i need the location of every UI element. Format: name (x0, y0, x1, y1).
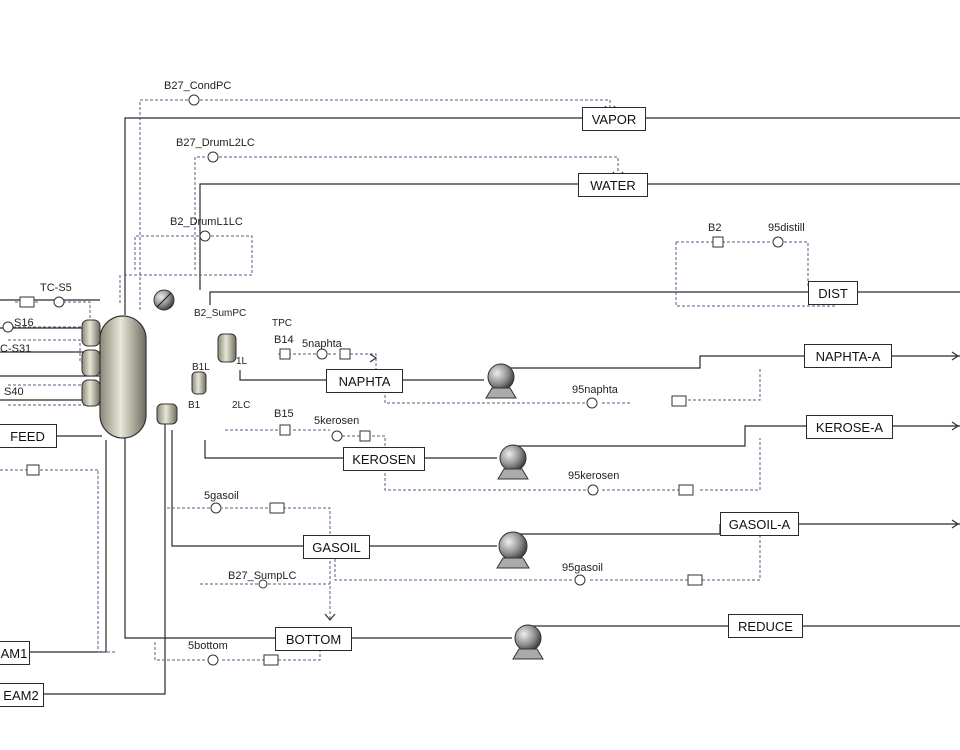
stream-reduce[interactable]: REDUCE (728, 614, 803, 638)
stream-steam1[interactable]: AM1 (0, 641, 30, 665)
controller-label-drum-l1lc: B2_DrumL1LC (170, 216, 243, 228)
controller-label-tc-s5: TC-S5 (40, 282, 72, 294)
controller-label-5kerosen: 5kerosen (314, 415, 360, 427)
stream-bottom[interactable]: BOTTOM (275, 627, 352, 651)
controller-label-b2: B2 (708, 222, 722, 234)
stream-gasoil-a[interactable]: GASOIL-A (720, 512, 799, 536)
stream-dist[interactable]: DIST (808, 281, 858, 305)
process-lines (0, 117, 960, 695)
pump-kerosen (497, 444, 529, 480)
controller-label-2lc: 2LC (232, 400, 251, 411)
controller-label-drum-l2lc: B27_DrumL2LC (176, 137, 255, 149)
controller-label-5bottom: 5bottom (188, 640, 228, 652)
controller-label-b15: B15 (274, 408, 294, 420)
controller-label-c-s31: C-S31 (0, 343, 32, 355)
stream-feed[interactable]: FEED (0, 424, 57, 448)
controller-label-95distill: 95distill (768, 222, 805, 234)
controller-label-b1l: B1L (192, 362, 210, 373)
stream-gasoil[interactable]: GASOIL (303, 535, 370, 559)
controller-label-95kerosen: 95kerosen (568, 470, 620, 482)
stream-kerosen[interactable]: KEROSEN (343, 447, 425, 471)
controller-label-sump-lc: B27_SumpLC (228, 570, 297, 582)
stream-water[interactable]: WATER (578, 173, 648, 197)
pump-bottom (512, 624, 544, 660)
side-strippers (81, 319, 237, 425)
pump-gasoil (496, 531, 530, 569)
controller-label-b14: B14 (274, 334, 294, 346)
controller-label-sump-pc: B2_SumPC (194, 308, 247, 319)
condenser (153, 289, 175, 311)
controller-symbols (2, 94, 784, 666)
stream-vapor[interactable]: VAPOR (582, 107, 646, 131)
distillation-column (99, 315, 147, 439)
pump-naphta (485, 363, 517, 399)
stream-steam2[interactable]: EAM2 (0, 683, 44, 707)
controller-label-5gasoil: 5gasoil (204, 490, 239, 502)
stream-naphta-a[interactable]: NAPHTA-A (804, 344, 892, 368)
stream-naphta[interactable]: NAPHTA (326, 369, 403, 393)
controller-label-s40: S40 (4, 386, 24, 398)
controller-label-95gasoil: 95gasoil (562, 562, 603, 574)
controller-label-5naphta: 5naphta (302, 338, 342, 350)
signal-lines (0, 99, 837, 661)
controller-label-cond-pc: B27_CondPC (164, 80, 232, 92)
controller-label-95naphta: 95naphta (572, 384, 618, 396)
stream-kerose-a[interactable]: KEROSE-A (806, 415, 893, 439)
controller-label-tpc: TPC (272, 318, 292, 329)
controller-label-s16: S16 (14, 317, 34, 329)
controller-label-1l: 1L (236, 356, 248, 367)
controller-label-b1: B1 (188, 400, 201, 411)
signal-blocks (19, 236, 724, 666)
